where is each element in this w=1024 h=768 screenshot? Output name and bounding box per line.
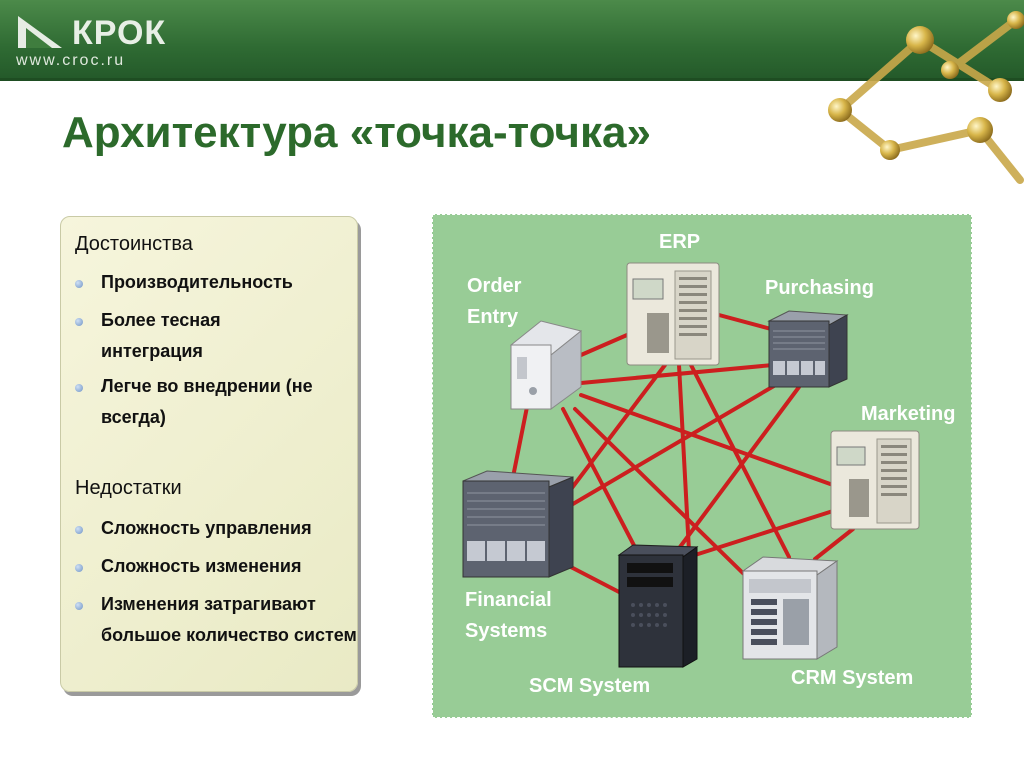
erp-server-icon (626, 262, 720, 366)
connection-line (565, 563, 623, 595)
connection-line (675, 385, 801, 553)
crm-system-server-icon (741, 556, 839, 660)
connection-line (717, 313, 773, 331)
connection-line (511, 405, 529, 479)
marketing-label: Marketing (861, 403, 956, 425)
order-entry-server-icon (509, 320, 583, 410)
point-to-point-diagram: ERP Order Entry Purchasing Marketing Fin… (432, 214, 972, 718)
financial-systems-label: Financial Systems (465, 589, 552, 642)
bullet-icon (75, 602, 83, 610)
connection-line (579, 363, 775, 385)
purchasing-label: Purchasing (765, 277, 874, 299)
scm-system-server-icon (617, 544, 699, 668)
pros-cons-panel: Достоинства Производительность Более тес… (60, 216, 358, 692)
financial-systems-server-icon (462, 470, 574, 578)
connection-line (559, 381, 781, 513)
connection-line (689, 363, 791, 559)
molecule-decoration (828, 11, 1024, 184)
connection-line (579, 393, 835, 487)
bullet-icon (75, 318, 83, 326)
marketing-server-icon (830, 430, 920, 530)
connection-line (813, 527, 855, 561)
logo-url: www.croc.ru (16, 52, 126, 69)
scm-system-label: SCM System (529, 675, 651, 697)
connection-line (561, 407, 641, 557)
connection-line (693, 509, 835, 557)
header-bar: КРОК www.croc.ru (0, 0, 1024, 81)
connection-line (573, 407, 753, 583)
bullet-icon (75, 526, 83, 534)
bullet-icon (75, 384, 83, 392)
slide-title: Архитектура «точка-точка» (62, 108, 651, 157)
connection-line (677, 363, 691, 553)
connection-line (557, 363, 667, 507)
advantages-heading: Достоинства (75, 233, 193, 255)
purchasing-server-icon (767, 310, 849, 388)
logo-text: КРОК (72, 14, 167, 52)
connection-line (579, 333, 629, 357)
bullet-icon (75, 564, 83, 572)
croc-logo[interactable]: КРОК www.croc.ru (14, 12, 174, 72)
logo-mark-icon (18, 16, 62, 48)
diagram-canvas (462, 262, 920, 668)
erp-label: ERP (659, 231, 701, 253)
order-entry-label: Order Entry (467, 275, 522, 328)
bullet-icon (75, 280, 83, 288)
crm-system-label: CRM System (791, 667, 914, 689)
disadvantages-heading: Недостатки (75, 477, 182, 499)
